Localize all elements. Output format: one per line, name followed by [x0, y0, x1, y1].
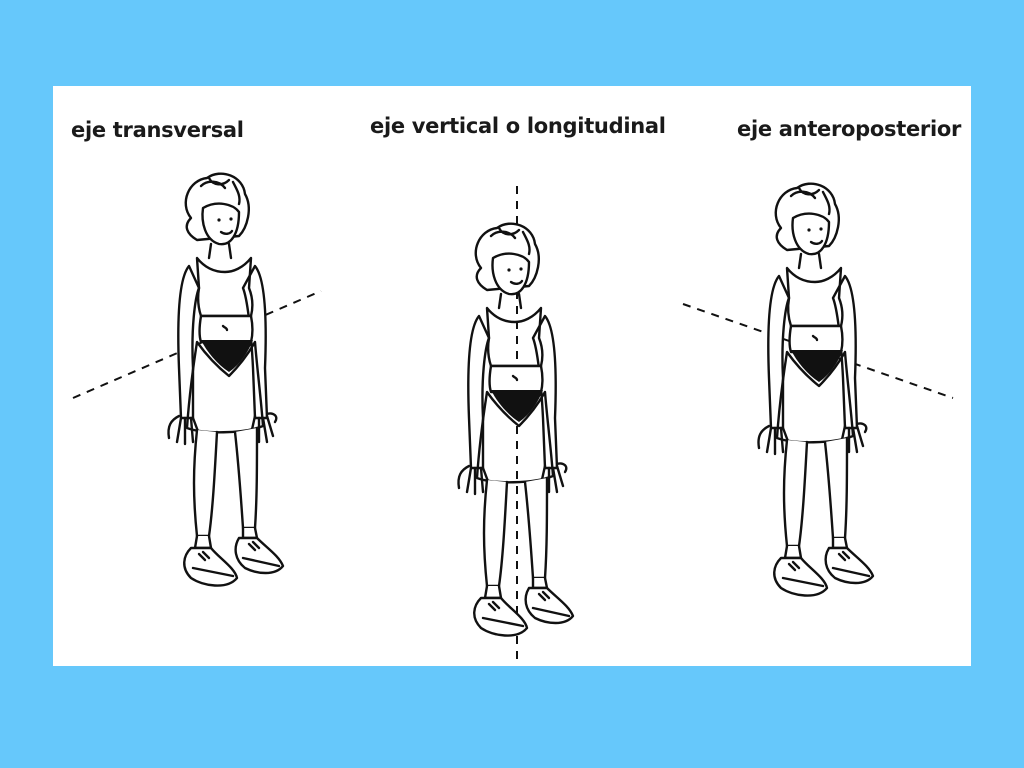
axis-label-anteroposterior: eje anteroposterior [737, 117, 962, 141]
diagram-panel: eje transversal eje vertical o longitudi… [53, 86, 971, 666]
figure-transversal [72, 172, 322, 587]
axis-label-vertical: eje vertical o longitudinal [370, 114, 666, 138]
figures-svg [72, 172, 954, 661]
axis-label-transversal: eje transversal [71, 118, 244, 142]
figure-vertical [457, 186, 575, 661]
figure-anteroposterior [682, 182, 954, 597]
